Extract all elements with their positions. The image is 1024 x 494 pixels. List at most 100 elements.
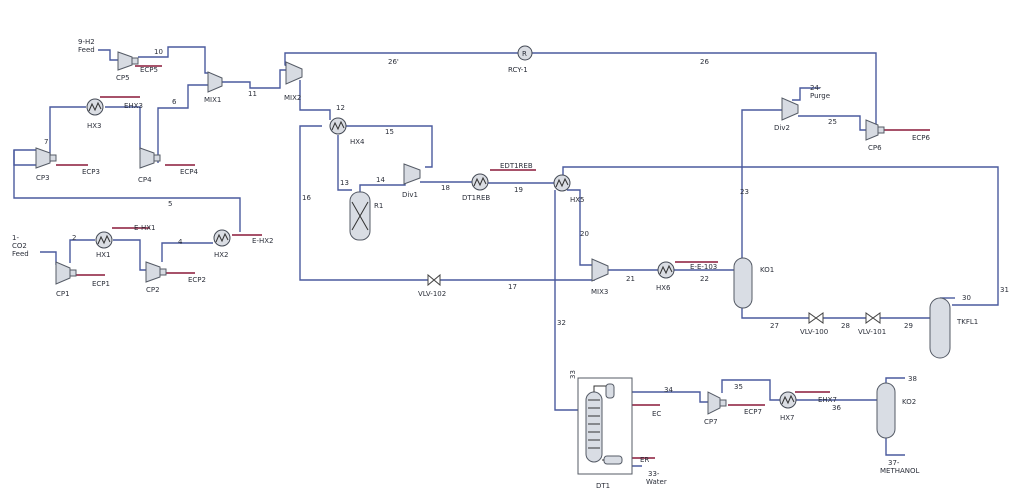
label-s19: 19	[514, 186, 523, 194]
label-s23: 23	[740, 188, 749, 196]
label-ecp1: ECP1	[92, 280, 110, 288]
label-ehx7: EHX7	[818, 396, 837, 404]
heat-exchanger-dt1reb[interactable]	[471, 173, 489, 191]
label-tkfl1: TKFL1	[956, 318, 978, 326]
label-s25: 25	[828, 118, 837, 126]
recycle-block-rcy1[interactable]	[517, 45, 533, 61]
stream-10	[138, 46, 210, 74]
label-s33a: 33	[569, 370, 577, 379]
stream-7	[49, 106, 86, 162]
mixer-mix1[interactable]	[207, 71, 223, 93]
label-hx4: HX4	[350, 138, 365, 146]
label-ecp2: ECP2	[188, 276, 206, 284]
mixer-mix3[interactable]	[591, 258, 609, 282]
label-s24-2: Purge	[810, 92, 830, 100]
stream-35	[721, 379, 780, 401]
heat-exchanger-hx4[interactable]	[329, 117, 347, 135]
label-hx2: HX2	[214, 251, 229, 259]
label-cp2: CP2	[146, 286, 160, 294]
label-ehx1: E-HX1	[134, 224, 155, 232]
compressor-cp1[interactable]	[55, 261, 77, 285]
label-s17: 17	[508, 283, 517, 291]
compressor-cp5[interactable]	[117, 51, 139, 71]
label-mix2: MIX2	[284, 94, 301, 102]
label-s26p: 26'	[388, 58, 399, 66]
stream-12	[299, 80, 331, 120]
heat-exchanger-hx5[interactable]	[553, 174, 571, 192]
stream-26-prime	[284, 52, 520, 69]
label-feed-h2-2: Feed	[78, 46, 95, 54]
heat-exchanger-hx7[interactable]	[779, 391, 797, 409]
label-cp1: CP1	[56, 290, 70, 298]
compressor-cp6[interactable]	[865, 119, 885, 141]
stream-26	[530, 52, 877, 128]
knockout-drum-ko2[interactable]	[876, 382, 896, 439]
compressor-cp4[interactable]	[139, 147, 161, 169]
stream-hx1-out	[113, 239, 146, 271]
compressor-cp7[interactable]	[707, 391, 727, 415]
stream-1-co2-feed	[40, 251, 57, 265]
label-ecp3: ECP3	[82, 168, 100, 176]
compressor-cp3[interactable]	[35, 147, 57, 169]
label-s14: 14	[376, 176, 385, 184]
labels: 9-H2 Feed 10 CP5 ECP5 MIX1 11 MIX2 26' R…	[12, 38, 1009, 490]
label-ec: EC	[652, 410, 661, 418]
compressor-cp2[interactable]	[145, 261, 167, 283]
label-ecp5: ECP5	[140, 66, 158, 74]
label-ecp6: ECP6	[912, 134, 931, 142]
label-cp5: CP5	[116, 74, 130, 82]
label-s30: 30	[962, 294, 971, 302]
label-s22: 22	[700, 275, 709, 283]
label-s35: 35	[734, 383, 743, 391]
label-hx3: HX3	[87, 122, 102, 130]
label-s32: 32	[557, 319, 566, 327]
label-ehx3: EHX3	[124, 102, 143, 110]
label-er: ER	[640, 456, 649, 464]
label-s21: 21	[626, 275, 635, 283]
valve-vlv101[interactable]	[865, 312, 881, 324]
mixer-mix2[interactable]	[285, 61, 303, 85]
label-s4: 4	[178, 238, 183, 246]
heat-exchanger-hx2[interactable]	[213, 229, 231, 247]
flash-tank-tkfl1[interactable]	[929, 297, 951, 359]
label-vlv100: VLV-100	[800, 328, 828, 336]
valve-vlv102[interactable]	[427, 273, 441, 287]
label-water-1: 33-	[648, 470, 660, 478]
stream-25	[798, 115, 866, 131]
label-s15: 15	[385, 128, 394, 136]
valve-vlv100[interactable]	[808, 312, 824, 324]
stream-37	[885, 438, 905, 456]
label-s13: 13	[340, 179, 349, 187]
stream-24-purge	[792, 87, 820, 101]
label-s6: 6	[172, 98, 177, 106]
label-cp3: CP3	[36, 174, 50, 182]
label-rcy1: RCY-1	[508, 66, 528, 74]
label-s27: 27	[770, 322, 779, 330]
divider-div2[interactable]	[781, 97, 799, 121]
label-r1: R1	[374, 202, 383, 210]
knockout-drum-ko1[interactable]	[733, 257, 753, 309]
stream-5	[13, 150, 241, 232]
label-co2-1: 1-	[12, 234, 19, 242]
divider-div1[interactable]	[403, 163, 421, 185]
reactor-r1[interactable]	[349, 191, 371, 241]
label-s28: 28	[841, 322, 850, 330]
label-s31: 31	[1000, 286, 1009, 294]
label-ko1: KO1	[760, 266, 774, 274]
heat-exchanger-hx1[interactable]	[95, 231, 113, 249]
label-s2: 2	[72, 234, 76, 242]
stream-9-h2-feed	[98, 49, 118, 61]
label-e103: E-E-103	[690, 263, 717, 271]
label-ehx2: E-HX2	[252, 237, 273, 245]
stream-13	[337, 135, 352, 191]
label-mix3: MIX3	[591, 288, 608, 296]
label-s11: 11	[248, 90, 257, 98]
heat-exchanger-hx6[interactable]	[657, 261, 675, 279]
energy-streams	[56, 65, 930, 459]
label-s36: 36	[832, 404, 841, 412]
distillation-column-dt1[interactable]	[577, 377, 633, 475]
heat-exchanger-hx3[interactable]	[86, 98, 104, 116]
stream-hx3-out	[105, 106, 141, 150]
label-s38: 38	[908, 375, 917, 383]
